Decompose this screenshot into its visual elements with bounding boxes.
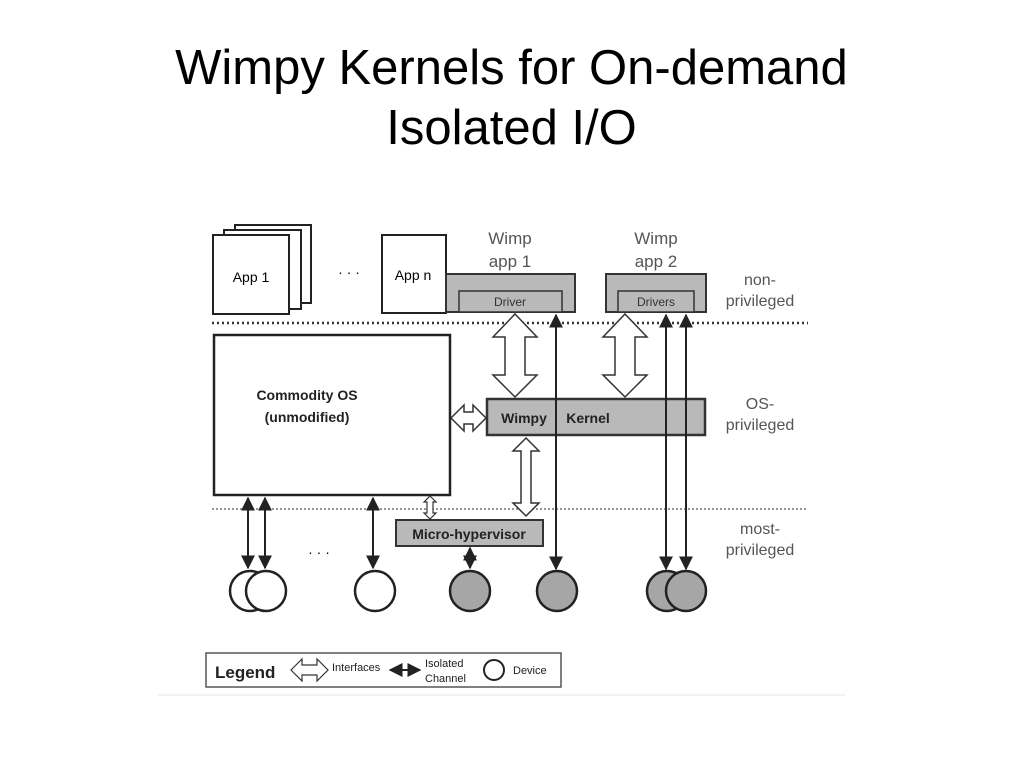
wimp-app2-line2: app 2: [635, 252, 678, 271]
legend: Legend Interfaces Isolated Channel Devic…: [205, 652, 562, 688]
device-hypervisor: [448, 569, 492, 613]
wimp-app2: Wimp app 2 Drivers: [605, 229, 707, 313]
device-wimp-app2-b: [664, 569, 708, 613]
device-os-2: [353, 569, 397, 613]
micro-hypervisor-label: Micro-hypervisor: [412, 526, 526, 542]
os-privileged-line1: OS-: [746, 396, 774, 413]
os-privileged-line2: privileged: [726, 417, 794, 434]
commodity-os-box: Commodity OS (unmodified): [212, 333, 452, 497]
devices-ellipsis: · · ·: [308, 544, 330, 560]
title-line-1: Wimpy Kernels for On-demand: [175, 41, 848, 95]
wimp-app1-driver-label: Driver: [494, 295, 526, 309]
micro-hypervisor-box: Micro-hypervisor: [395, 519, 544, 547]
apps-ellipsis: · · ·: [338, 264, 360, 280]
appn-box: App n: [381, 234, 447, 314]
most-privileged-line1: most-: [740, 521, 780, 538]
wimp-app2-line1: Wimp: [634, 229, 677, 248]
wimpy-kernel-box: Wimpy Kernel: [485, 397, 707, 437]
slide-title: Wimpy Kernels for On-demand Isolated I/O: [0, 38, 1023, 158]
legend-isolated-line2: Channel: [425, 673, 466, 685]
interface-arrow-os-hypervisor: [422, 495, 438, 520]
non-privileged-line1: non-: [744, 272, 776, 289]
wimp-app2-driver-label: Drivers: [637, 295, 675, 309]
non-privileged-line2: privileged: [726, 293, 794, 310]
wimpy-kernel-word2: Kernel: [566, 410, 610, 426]
legend-isolated-line1: Isolated: [425, 658, 464, 670]
title-line-2: Isolated I/O: [386, 101, 637, 155]
interface-arrow-os-kernel: [449, 403, 488, 433]
app1-stack: App 1: [212, 224, 312, 315]
device-wimp-app1: [535, 569, 579, 613]
interface-arrow-wimp2-kernel: [601, 312, 649, 399]
interface-arrow-wimp1-kernel: [491, 312, 539, 399]
wimp-app1-line1: Wimp: [488, 229, 531, 248]
commodity-os-line2: (unmodified): [265, 409, 350, 425]
devices: [228, 569, 708, 613]
wimp-app1-line2: app 1: [489, 252, 532, 271]
wimpy-kernel-word1: Wimpy: [501, 410, 547, 426]
legend-title: Legend: [215, 663, 275, 682]
commodity-os-line1: Commodity OS: [256, 387, 357, 403]
most-privileged-line2: privileged: [726, 542, 794, 559]
legend-interfaces-label: Interfaces: [332, 662, 381, 674]
app1-label: App 1: [233, 269, 270, 285]
device-os-1b: [244, 569, 288, 613]
wimp-app1: Wimp app 1 Driver: [445, 229, 576, 313]
privilege-labels: non- privileged OS- privileged most- pri…: [726, 272, 794, 559]
legend-device-circle-icon: [483, 659, 505, 681]
isolated-channels: [241, 313, 693, 571]
legend-interface-arrow-icon: [290, 657, 329, 683]
interface-arrow-kernel-hypervisor: [511, 436, 541, 518]
legend-device-label: Device: [513, 665, 547, 677]
appn-label: App n: [395, 267, 432, 283]
